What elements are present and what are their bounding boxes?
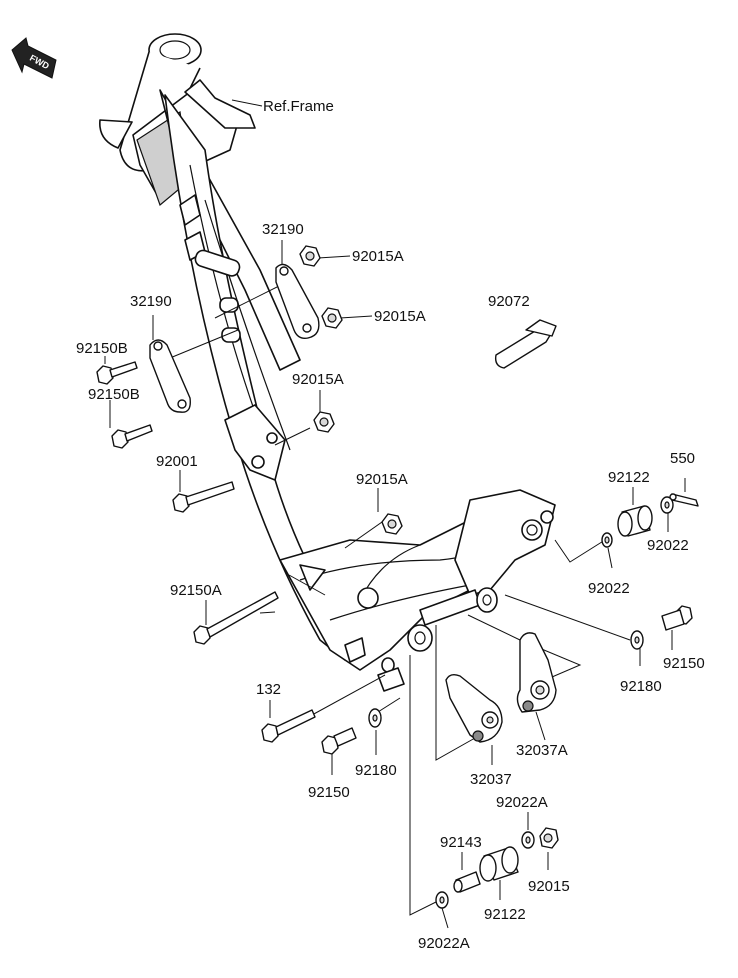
label-132: 132	[256, 681, 281, 698]
label-92022A-bottom: 92022A	[418, 935, 470, 952]
label-92015A-1: 92015A	[352, 248, 404, 265]
label-92015A-3: 92015A	[292, 371, 344, 388]
label-92150B-2: 92150B	[88, 386, 140, 403]
engine-mount-plate-32190-right	[275, 263, 320, 340]
label-92022-right: 92022	[647, 537, 689, 554]
bracket-32037	[445, 673, 503, 743]
nut-92015A-2	[321, 307, 343, 329]
label-92022A-top: 92022A	[496, 794, 548, 811]
label-92022-mid: 92022	[588, 580, 630, 597]
label-32190-right: 32190	[262, 221, 304, 238]
bolt-92150A	[193, 591, 279, 645]
label-92072: 92072	[488, 293, 530, 310]
label-92180-right: 92180	[620, 678, 662, 695]
bolt-92150-left	[321, 727, 357, 755]
label-92150B-1: 92150B	[76, 340, 128, 357]
nut-92015	[539, 827, 559, 849]
label-550: 550	[670, 450, 695, 467]
engine-mount-plate-32190-left	[149, 339, 191, 413]
spacer-92143	[453, 871, 481, 893]
label-92122-upper: 92122	[608, 469, 650, 486]
washer-92022A-bottom	[435, 891, 449, 909]
label-92015A-4: 92015A	[356, 471, 408, 488]
nut-92015A-3	[313, 411, 335, 433]
label-92015A-2: 92015A	[374, 308, 426, 325]
bolt-92150-right	[661, 605, 693, 631]
washer-92022-mid	[601, 532, 613, 548]
washer-92022A-top	[521, 831, 535, 849]
leader-lines	[104, 99, 686, 929]
collar-92122-lower	[479, 846, 519, 882]
frame-illustration	[99, 33, 556, 692]
bolt-92150B-2	[111, 424, 153, 449]
washer-92180-left	[368, 708, 382, 728]
label-92150-left: 92150	[308, 784, 350, 801]
label-32190-left: 32190	[130, 293, 172, 310]
label-32037: 32037	[470, 771, 512, 788]
bolt-92150B-1	[96, 361, 138, 385]
ref-frame-label: Ref.Frame	[263, 98, 334, 115]
band-92072	[494, 319, 557, 369]
label-32037A: 32037A	[516, 742, 568, 759]
fwd-arrow-icon	[11, 37, 57, 79]
label-92015: 92015	[528, 878, 570, 895]
bracket-32037A	[516, 632, 557, 713]
bolt-132	[261, 709, 316, 743]
washer-92022-right	[660, 496, 674, 514]
label-92150A: 92150A	[170, 582, 222, 599]
nut-92015A-4	[381, 513, 403, 535]
label-92122-lower: 92122	[484, 906, 526, 923]
cotter-pin-550	[669, 493, 699, 507]
washer-92180-right	[630, 630, 644, 650]
collar-92122-upper	[617, 505, 653, 537]
label-92180-left: 92180	[355, 762, 397, 779]
nut-92015A-1	[299, 245, 321, 267]
label-92001: 92001	[156, 453, 198, 470]
label-92150-right: 92150	[663, 655, 705, 672]
label-92143: 92143	[440, 834, 482, 851]
bolt-92001	[172, 481, 235, 513]
